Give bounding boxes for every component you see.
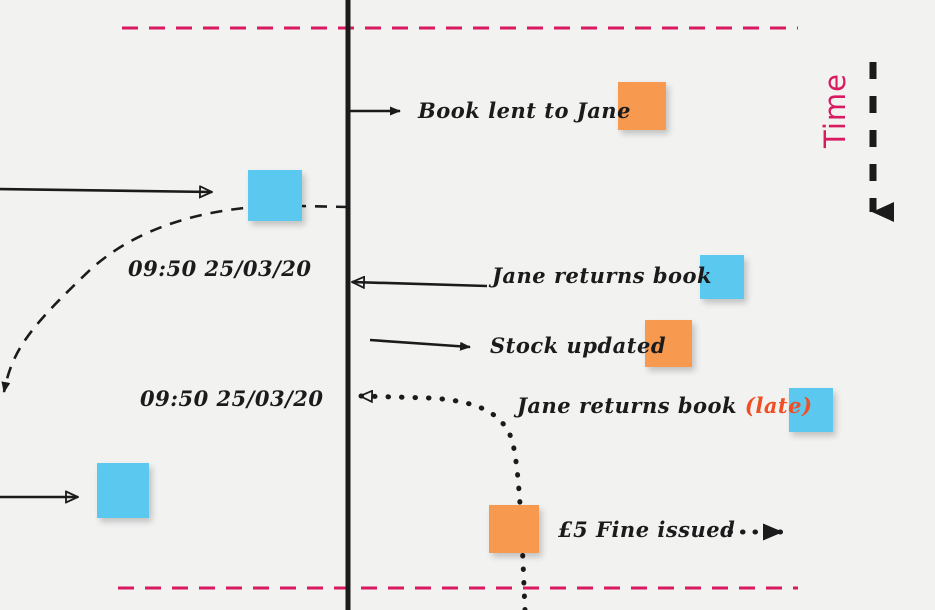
time-axis-label: Time <box>818 73 852 148</box>
sticky-note-upstream-top[interactable] <box>248 170 302 221</box>
event-label-text: Jane returns book <box>517 393 738 418</box>
timestamp-jane-returns-late: 09:50 25/03/20 <box>140 386 324 411</box>
event-label-stock-updated: Stock updated <box>490 333 667 358</box>
sticky-note-upstream-bottom[interactable] <box>97 463 149 518</box>
sticky-note-stock-updated[interactable] <box>645 320 692 367</box>
arrow-jane-returns <box>352 282 488 286</box>
event-label-book-lent: Book lent to Jane <box>418 98 631 123</box>
event-label-jane-returns: Jane returns book <box>492 263 713 288</box>
dashed-flow-curve <box>1 204 349 393</box>
timestamp-jane-returns: 09:50 25/03/20 <box>128 256 312 281</box>
event-label-jane-returns-late: Jane returns book (late) <box>517 393 812 418</box>
arrow-stock-updated <box>369 338 471 351</box>
sticky-note-jane-returns-late[interactable] <box>789 388 833 432</box>
dotted-flow-curve <box>357 396 528 610</box>
event-label-fine-issued: £5 Fine issued <box>558 517 736 542</box>
sticky-note-fine-issued[interactable] <box>489 505 539 553</box>
sticky-note-book-lent[interactable] <box>618 82 666 130</box>
arrow-upstream-top <box>0 189 212 192</box>
sticky-note-jane-returns[interactable] <box>700 255 744 299</box>
late-annotation: (late) <box>744 393 813 418</box>
